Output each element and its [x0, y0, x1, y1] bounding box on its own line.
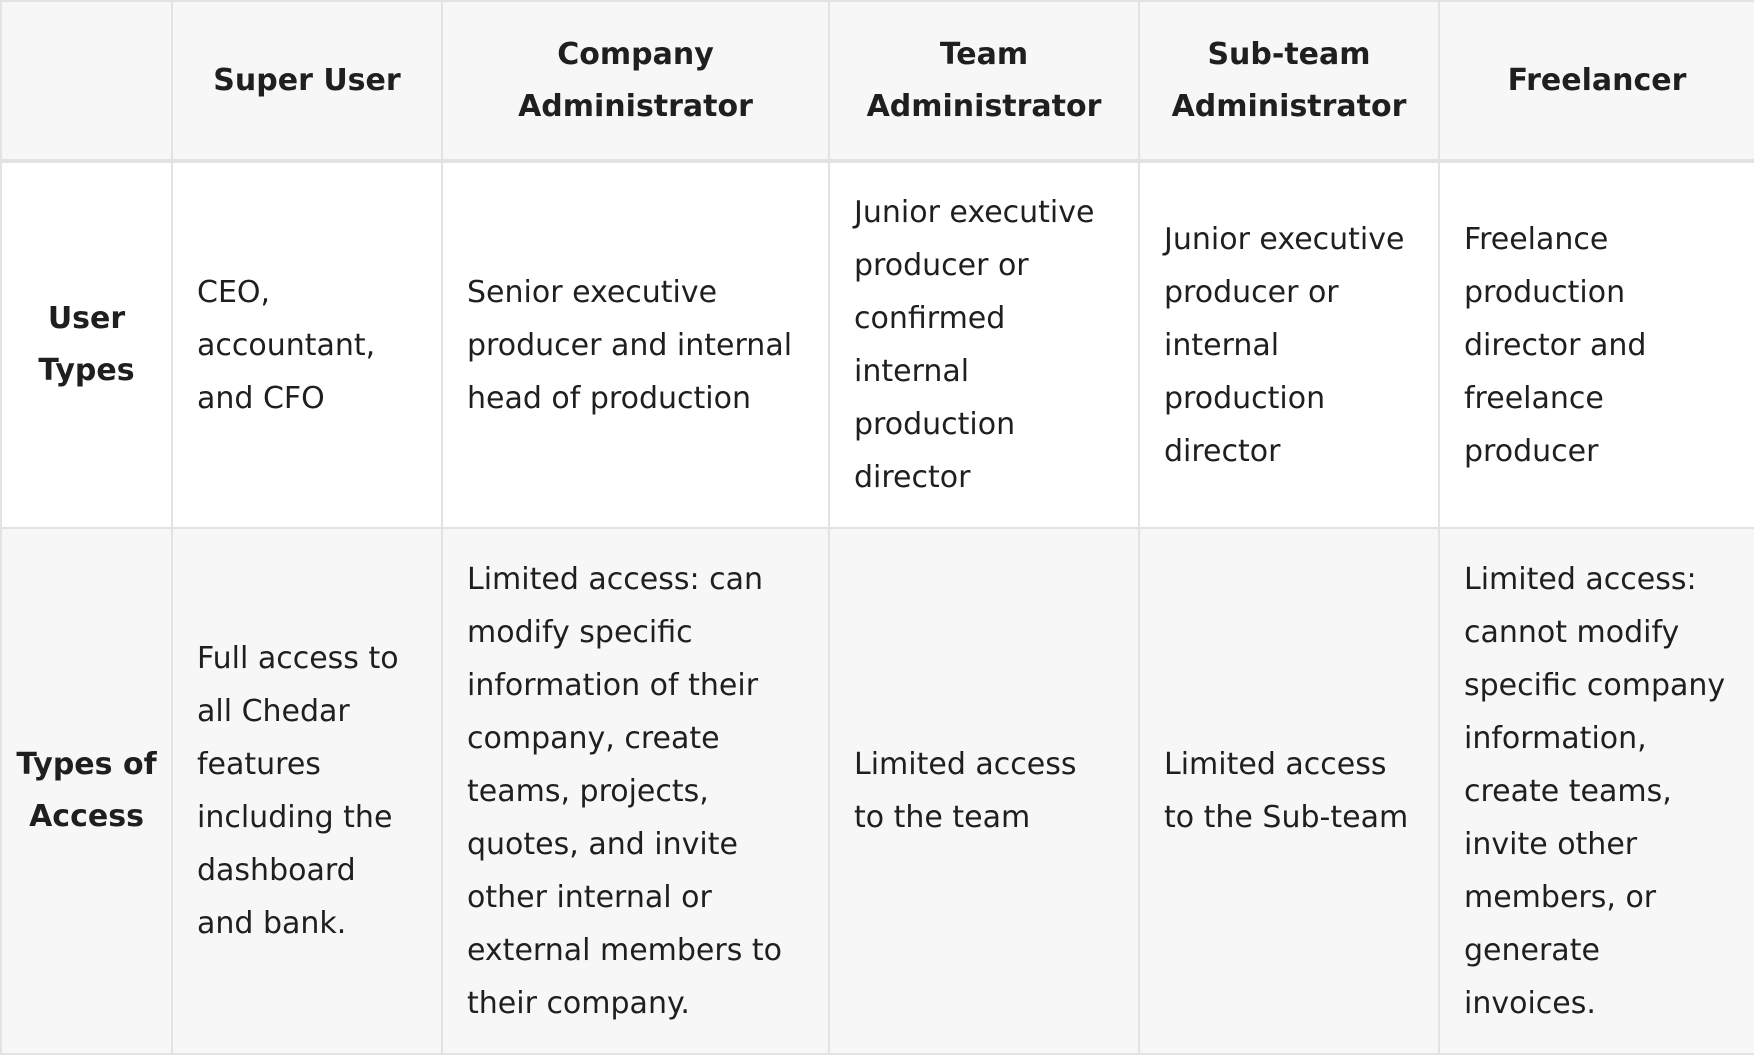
- table-body: User Types CEO, accountant, and CFO Seni…: [0, 160, 1754, 1055]
- header-corner-cell: [0, 0, 173, 163]
- cell-user-types-company-administrator: Senior executive producer and internal h…: [441, 160, 830, 529]
- cell-user-types-team-administrator: Junior executive producer or confirmed i…: [828, 160, 1140, 529]
- cell-user-types-super-user: CEO, accountant, and CFO: [171, 160, 443, 529]
- table-row: User Types CEO, accountant, and CFO Seni…: [0, 160, 1754, 529]
- cell-access-super-user: Full access to all Chedar features inclu…: [171, 527, 443, 1055]
- cell-user-types-freelancer: Freelance production director and freela…: [1438, 160, 1754, 529]
- header-super-user: Super User: [171, 0, 443, 163]
- cell-user-types-sub-team-administrator: Junior executive producer or internal pr…: [1138, 160, 1440, 529]
- cell-access-company-administrator: Limited access: can modify specific info…: [441, 527, 830, 1055]
- table-header: Super User Company Administrator Team Ad…: [0, 0, 1754, 163]
- table-row: Types of Access Full access to all Cheda…: [0, 527, 1754, 1055]
- header-sub-team-administrator: Sub-team Administrator: [1138, 0, 1440, 163]
- header-freelancer: Freelancer: [1438, 0, 1754, 163]
- header-row: Super User Company Administrator Team Ad…: [0, 0, 1754, 163]
- cell-access-freelancer: Limited access: cannot modify specific c…: [1438, 527, 1754, 1055]
- row-label-user-types: User Types: [0, 160, 173, 529]
- row-label-types-of-access: Types of Access: [0, 527, 173, 1055]
- header-team-administrator: Team Administrator: [828, 0, 1140, 163]
- cell-access-sub-team-administrator: Limited access to the Sub-team: [1138, 527, 1440, 1055]
- header-company-administrator: Company Administrator: [441, 0, 830, 163]
- cell-access-team-administrator: Limited access to the team: [828, 527, 1140, 1055]
